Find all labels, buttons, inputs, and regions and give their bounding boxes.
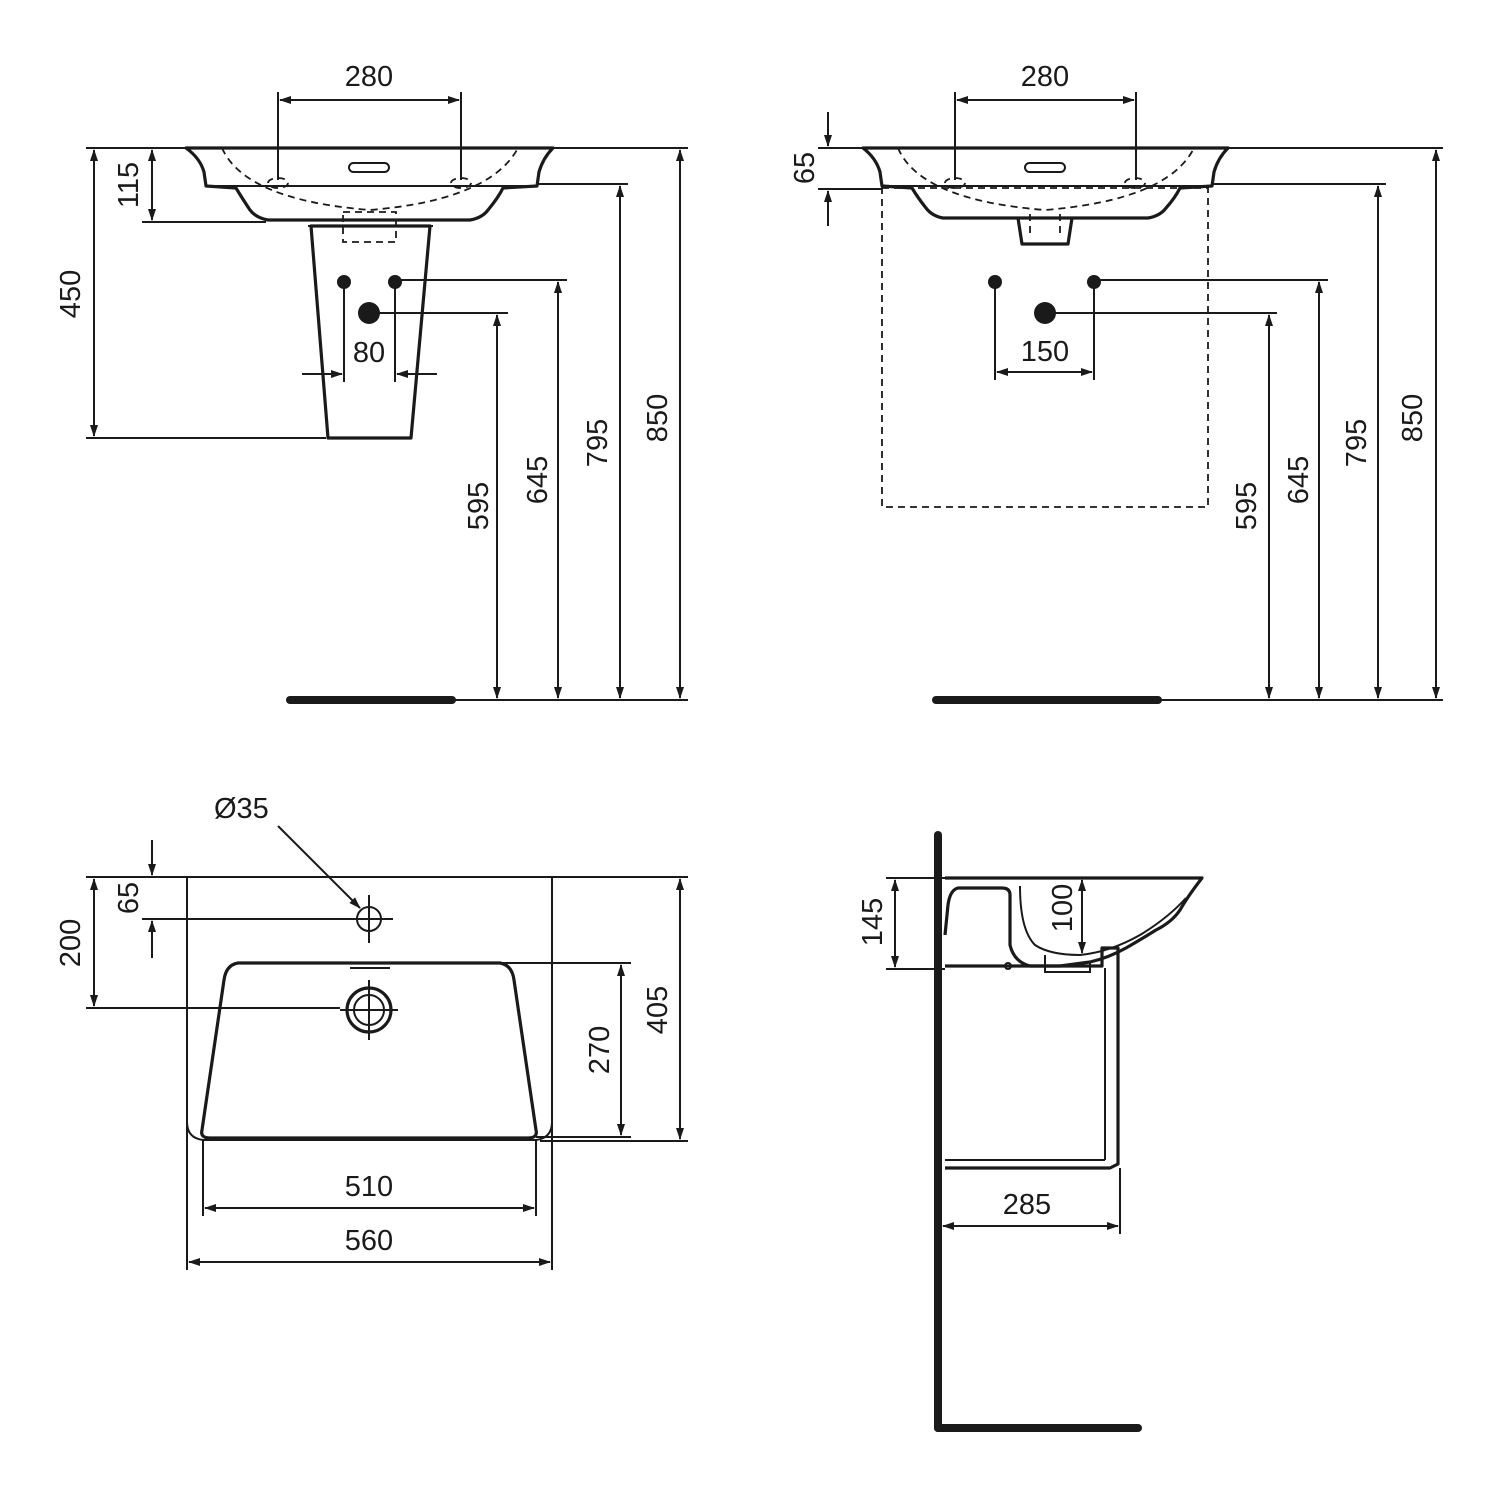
dim-rim-height: 850 bbox=[1397, 394, 1429, 442]
basin-outline bbox=[861, 146, 1230, 220]
furniture-unit-outline bbox=[945, 946, 1120, 1170]
dim-underside-height: 795 bbox=[1341, 419, 1373, 467]
dim-overall-width: 560 bbox=[345, 1225, 393, 1257]
dim-supply-height: 645 bbox=[1283, 456, 1315, 504]
dim-tap-spacing: 280 bbox=[1021, 61, 1069, 93]
dim-supply-height: 645 bbox=[522, 456, 554, 504]
basin-section-outline bbox=[943, 876, 1204, 968]
plan-view: Ø35 65 200 270 405 510 560 bbox=[55, 793, 688, 1270]
dim-rim-depth: 65 bbox=[789, 152, 821, 184]
waste-outlet bbox=[1016, 217, 1074, 246]
pedestal-outline bbox=[309, 224, 432, 440]
dim-pedestal-height: 450 bbox=[55, 270, 87, 318]
dim-bowl-depth: 270 bbox=[584, 1026, 616, 1074]
basin-outline bbox=[184, 146, 555, 222]
dim-bowl-depth-side: 100 bbox=[1047, 884, 1079, 932]
tap-hole-right bbox=[1124, 177, 1146, 189]
dim-tap-spacing: 280 bbox=[345, 61, 393, 93]
dim-underside-height: 795 bbox=[582, 419, 614, 467]
dim-rim-height: 850 bbox=[642, 394, 674, 442]
dim-tap-hole-offset: 65 bbox=[113, 882, 145, 914]
dim-waste-offset: 200 bbox=[55, 919, 87, 967]
bowl-outline bbox=[200, 961, 538, 1140]
tap-hole-left bbox=[267, 177, 289, 189]
front-view-furniture: 280 65 150 595 645 795 850 bbox=[789, 61, 1443, 704]
dim-overall-depth: 405 bbox=[642, 986, 674, 1034]
hidden-bowl bbox=[897, 147, 1195, 211]
front-view-pedestal: 280 115 450 80 595 645 795 850 bbox=[55, 61, 688, 704]
dim-tap-hole-diameter: Ø35 bbox=[214, 793, 269, 825]
side-view: 145 100 285 bbox=[857, 831, 1204, 1432]
hidden-bowl bbox=[221, 147, 519, 211]
dim-projection: 285 bbox=[1003, 1189, 1051, 1221]
dim-waste-height: 595 bbox=[1231, 482, 1263, 530]
dim-supply-spacing: 150 bbox=[1021, 336, 1069, 368]
leader-line bbox=[277, 825, 361, 909]
overflow-slot bbox=[348, 162, 390, 173]
overflow-slot bbox=[1024, 162, 1066, 173]
dim-supply-spacing: 80 bbox=[353, 337, 385, 369]
dim-waste-height: 595 bbox=[463, 482, 495, 530]
dim-basin-height: 145 bbox=[857, 898, 889, 946]
dim-rim-depth: 115 bbox=[113, 162, 145, 208]
hidden-furniture-unit bbox=[881, 187, 1209, 508]
tap-hole-right bbox=[450, 177, 472, 189]
bowl-inner-line bbox=[1019, 885, 1187, 957]
tap-hole-left bbox=[944, 177, 966, 189]
dim-bowl-width: 510 bbox=[345, 1171, 393, 1203]
